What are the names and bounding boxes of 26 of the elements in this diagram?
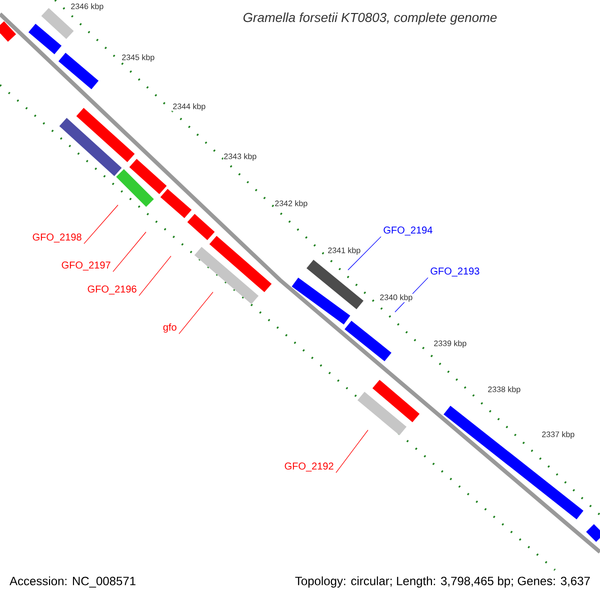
leader-line: [112, 232, 146, 272]
leader-line: [178, 292, 214, 334]
title: Gramella forsetii KT0803, complete genome: [243, 12, 497, 25]
gene-label: gfo: [163, 323, 176, 333]
leader-line: [138, 256, 172, 296]
scale-label: 2342 kbp: [274, 200, 308, 208]
scale-label: 2344 kbp: [172, 102, 206, 112]
scale-label: 2341 kbp: [327, 246, 362, 256]
leader-line: [348, 236, 382, 270]
scale-label: 2338 kbp: [487, 386, 522, 394]
leader-line: [84, 204, 118, 244]
gene-label: GFO_2198: [32, 234, 82, 242]
gene-label: GFO_2196: [88, 286, 136, 294]
scale-label: 2337 kbp: [541, 430, 576, 440]
scale-label: 2345 kbp: [121, 54, 156, 62]
genome-info-note: Topology: circular; Length: 3,798,465 bp; Genes: 3,637: [295, 576, 590, 588]
gene-label: GFO_2193: [430, 268, 480, 276]
scale-label: 2343 kbp: [223, 152, 258, 162]
gene-label: GFO_2194: [384, 226, 432, 236]
gene-label: GFO_2192: [284, 462, 334, 472]
scale-label: 2340 kbp: [379, 294, 414, 302]
scale-label: 2339 kbp: [433, 340, 468, 348]
leader-line: [336, 430, 368, 473]
accession-note: Accession: NC_008571: [10, 576, 136, 588]
gene-label: GFO_2197: [62, 262, 110, 270]
scale-label: 2346 kbp: [70, 2, 104, 12]
